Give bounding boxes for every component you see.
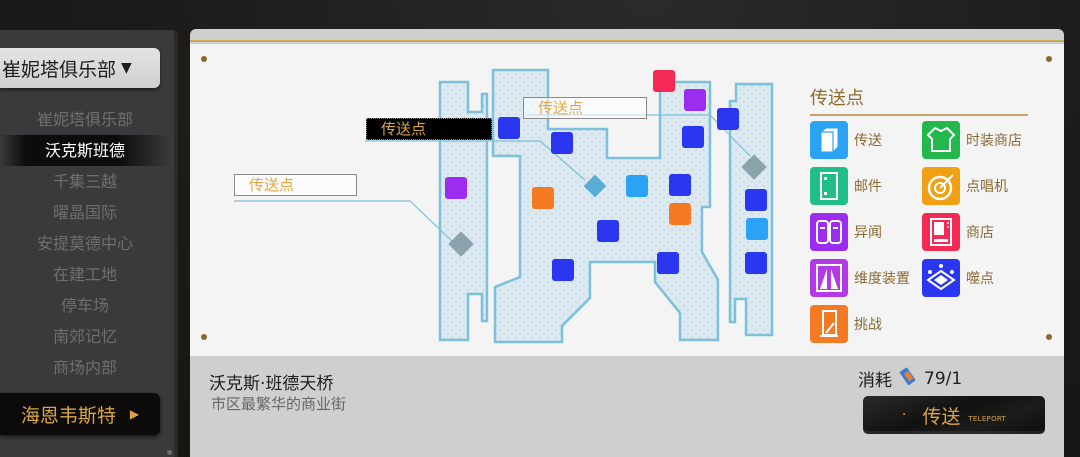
location-info-bar: 沃克斯·班德天桥 市区最繁华的商业街 消耗 79/1 · 传送 TELEPORT [190, 356, 1064, 457]
anomaly-book-icon [810, 213, 848, 251]
erosion-point-icon[interactable] [745, 189, 767, 211]
legend-item-challenge: 挑战 [810, 305, 922, 343]
legend-title: 传送点 [810, 84, 1028, 116]
anomaly-book-icon[interactable] [684, 89, 706, 111]
legend-item-jukebox: 点唱机 [922, 167, 1028, 205]
teleport-button[interactable]: · 传送 TELEPORT [863, 396, 1045, 434]
erosion-point-icon[interactable] [669, 174, 691, 196]
teleport-node [448, 231, 474, 257]
shop-icon[interactable] [653, 70, 675, 92]
map-area: 传送点 传送点 传送点 传送点 传送 [190, 44, 1064, 356]
region-dropdown-label: 崔妮塔俱乐部 [2, 58, 117, 81]
map-legend: 传送点 传送 时装商店 邮 [810, 84, 1030, 343]
teleport-node [741, 154, 767, 180]
teleport-callout[interactable]: 传送点 [234, 174, 357, 196]
area-item-mall-interior[interactable]: 商场内部 [52, 358, 117, 377]
challenge-icon[interactable] [669, 203, 691, 225]
button-dot: · [901, 407, 907, 423]
legend-item-teleport: 传送 [810, 121, 922, 159]
legend-item-dimension-device: 维度装置 [810, 259, 922, 297]
teleport-icon[interactable] [626, 175, 648, 197]
erosion-point-icon[interactable] [597, 220, 619, 242]
area-item-trinity-club[interactable]: 崔妮塔俱乐部 [36, 110, 133, 129]
legend-item-erosion-point: 噬点 [922, 259, 1028, 297]
area-sidebar: 崔妮塔俱乐部 ▼ 崔妮塔俱乐部 沃克斯班德 千集三越 曜晶国际 安提莫德中心 在… [0, 30, 178, 457]
teleport-cost: 消耗 79/1 [858, 366, 962, 391]
next-region-label: 海恩韦斯特 [20, 404, 116, 427]
area-item-parking-lot[interactable]: 停车场 [60, 296, 109, 315]
panel-top-bar [190, 29, 1064, 42]
legend-item-fashion-shop: 时装商店 [922, 121, 1028, 159]
map-panel: 传送点 传送点 传送点 传送点 传送 [190, 29, 1064, 457]
erosion-point-icon[interactable] [551, 132, 573, 154]
jukebox-icon [922, 167, 960, 205]
erosion-point-icon [922, 259, 960, 297]
area-item-qianji-mitsukoshi[interactable]: 千集三越 [52, 172, 117, 191]
region-dropdown[interactable]: 崔妮塔俱乐部 ▼ [0, 48, 160, 88]
dimension-device-icon [810, 259, 848, 297]
mail-icon [810, 167, 848, 205]
teleport-button-label: 传送 [922, 405, 961, 428]
cost-label: 消耗 [858, 371, 892, 391]
challenge-icon[interactable] [532, 187, 554, 209]
next-region-button[interactable]: 海恩韦斯特 ▶ [0, 393, 160, 435]
fashion-shop-icon [922, 121, 960, 159]
teleport-callout[interactable]: 传送点 [523, 97, 647, 119]
location-description: 市区最繁华的商业街 [211, 395, 347, 413]
erosion-point-icon[interactable] [717, 108, 739, 130]
chevron-down-icon: ▼ [121, 60, 132, 76]
challenge-icon [810, 305, 848, 343]
decorative-dot [167, 450, 172, 455]
teleport-icon [810, 121, 848, 159]
erosion-point-icon[interactable] [498, 117, 520, 139]
legend-item-mail: 邮件 [810, 167, 922, 205]
area-item-south-suburb-memory[interactable]: 南郊记忆 [52, 327, 117, 346]
legend-item-shop: 商店 [922, 213, 1028, 251]
area-item-voxband[interactable]: 沃克斯班德 [0, 135, 170, 166]
area-item-construction-site[interactable]: 在建工地 [52, 265, 117, 284]
teleport-callout-selected[interactable]: 传送点 [366, 118, 492, 140]
teleport-button-sublabel: TELEPORT [968, 415, 1007, 423]
corner-dot [1046, 56, 1052, 62]
erosion-point-icon[interactable] [745, 252, 767, 274]
area-list: 崔妮塔俱乐部 沃克斯班德 千集三越 曜晶国际 安提莫德中心 在建工地 停车场 南… [0, 104, 170, 383]
shop-icon [922, 213, 960, 251]
teleport-icon[interactable] [746, 218, 768, 240]
area-item-yaojing-international[interactable]: 曜晶国际 [52, 203, 117, 222]
corner-dot [1046, 334, 1052, 340]
location-name: 沃克斯·班德天桥 [209, 374, 334, 394]
erosion-point-icon[interactable] [657, 252, 679, 274]
corner-dot [201, 56, 207, 62]
play-arrow-icon: ▶ [129, 407, 140, 421]
area-item-antimod-center[interactable]: 安提莫德中心 [36, 234, 133, 253]
anomaly-book-icon[interactable] [445, 177, 467, 199]
erosion-point-icon[interactable] [682, 126, 704, 148]
legend-item-anomaly: 异闻 [810, 213, 922, 251]
map-floorplan [234, 68, 774, 344]
ticket-icon [898, 366, 918, 391]
cost-value: 79/1 [924, 368, 963, 389]
corner-dot [201, 334, 207, 340]
erosion-point-icon[interactable] [552, 259, 574, 281]
